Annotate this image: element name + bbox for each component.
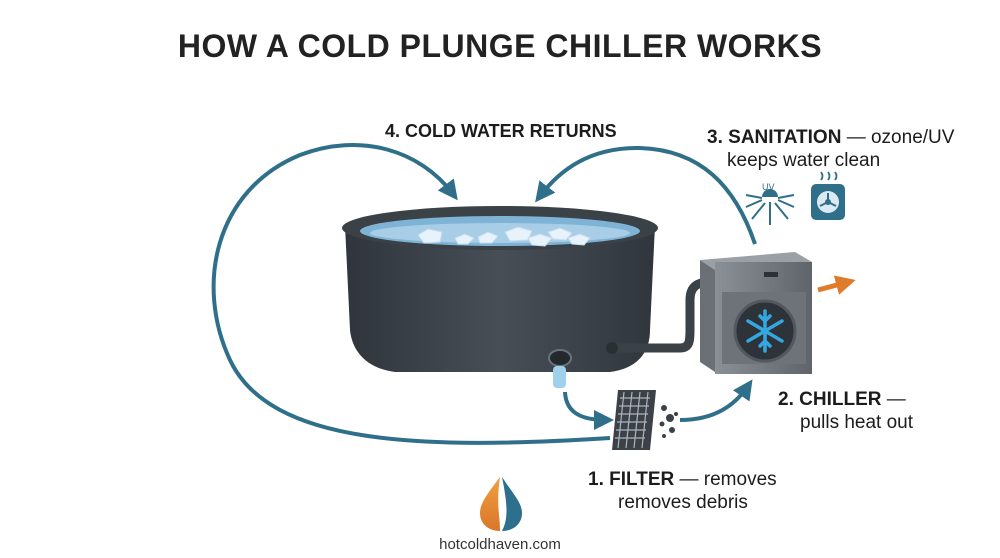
step-desc-line2: removes debris xyxy=(618,492,748,513)
uv-label: UV xyxy=(762,182,775,192)
drain-to-filter-arrow xyxy=(563,391,614,430)
ice-cubes xyxy=(417,226,591,247)
site-url: hotcoldhaven.com xyxy=(439,536,561,553)
pipe-to-chiller xyxy=(612,277,711,353)
step-desc: — removes xyxy=(674,469,777,490)
step-filter: 1. FILTER — removes removes debris xyxy=(588,468,777,514)
logo-drop-flame-icon xyxy=(480,477,522,531)
step-chiller: 2. CHILLER — pulls heat out xyxy=(778,388,913,434)
return-loop-arrow xyxy=(211,142,611,445)
cold-plunge-tub xyxy=(342,206,658,388)
step-number: 1. xyxy=(588,469,604,490)
step-number: 2. xyxy=(778,389,794,410)
diagram-title: HOW A COLD PLUNGE CHILLER WORKS xyxy=(177,28,823,64)
filter-cartridge-icon xyxy=(612,390,678,450)
ozone-generator-icon xyxy=(811,171,845,220)
sanitation-return-arrow xyxy=(535,145,757,245)
step-desc-line2: pulls heat out xyxy=(800,412,914,433)
snowflake-icon xyxy=(746,309,784,353)
step-name: FILTER xyxy=(609,469,675,490)
chiller-unit xyxy=(700,252,812,374)
step-desc: — xyxy=(881,389,906,410)
step-sanitation: 3. SANITATION — ozone/UV keeps water cle… xyxy=(707,126,954,172)
heat-out-arrow xyxy=(817,275,856,295)
filter-to-chiller-arrow xyxy=(679,379,753,422)
step-desc-line2: keeps water clean xyxy=(727,150,881,171)
uv-lamp-icon: UV xyxy=(745,182,795,225)
step-name: SANITATION xyxy=(728,127,842,148)
step-cold-water-returns: 4. COLD WATER RETURNS xyxy=(385,121,617,141)
step-number: 3. xyxy=(707,127,723,148)
step-name: CHILLER xyxy=(799,389,882,410)
step-desc: — ozone/UV xyxy=(841,127,955,148)
